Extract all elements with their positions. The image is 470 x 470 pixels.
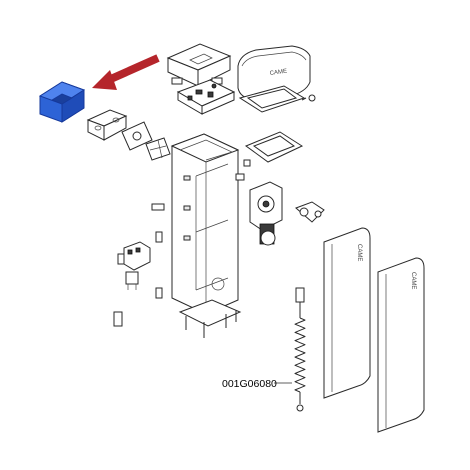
spring-lever <box>295 201 325 223</box>
mounting-bracket <box>86 109 128 141</box>
small-screw <box>301 94 316 102</box>
anchor-base <box>178 299 242 338</box>
control-box-lid <box>166 43 232 87</box>
side-panel-front: CAME <box>323 227 371 399</box>
fasteners <box>113 159 251 327</box>
cabinet-body <box>170 133 240 315</box>
svg-text:CAME: CAME <box>356 244 362 261</box>
terminal-block <box>117 241 151 271</box>
svg-text:CAME: CAME <box>410 272 416 289</box>
control-board <box>176 79 236 115</box>
gear-motor <box>249 181 283 246</box>
balancing-spring <box>294 287 306 412</box>
small-relay <box>125 271 139 290</box>
side-panel-rear: CAME <box>377 257 425 433</box>
cross-plate <box>145 137 171 161</box>
pointer-arrow <box>92 54 160 90</box>
highlighted-cover-part[interactable] <box>38 81 86 123</box>
square-plate <box>121 121 153 151</box>
svg-text:CAME: CAME <box>269 69 287 77</box>
part-number-label: 001G06080 <box>222 378 277 390</box>
motor-gasket-ring <box>244 131 304 163</box>
cover-gasket <box>238 85 306 113</box>
